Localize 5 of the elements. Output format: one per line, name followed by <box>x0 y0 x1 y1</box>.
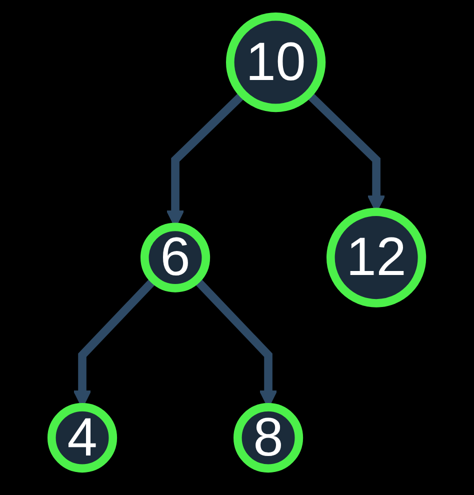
node-circle: 8 <box>234 403 304 473</box>
node-circle: 4 <box>48 403 118 473</box>
node-circle: 12 <box>326 208 426 308</box>
node-circle: 10 <box>226 12 326 112</box>
node-circle: 6 <box>140 222 210 292</box>
